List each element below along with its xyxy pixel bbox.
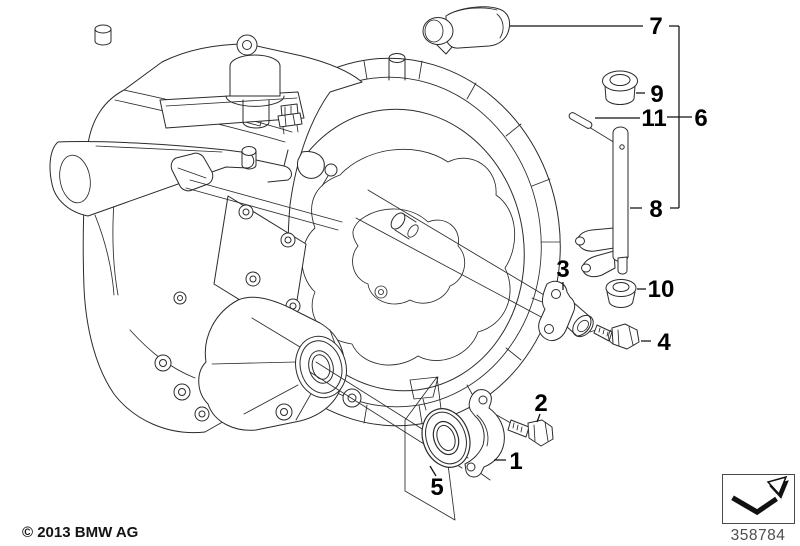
- part-7-selector-head: [422, 6, 511, 55]
- part-3-guide-sleeve: [538, 280, 594, 342]
- callout-6-bracket: [678, 26, 692, 208]
- callout-2[interactable]: 2: [534, 390, 547, 417]
- drawing-number: 358784: [731, 527, 786, 544]
- part-2-bolt: [507, 419, 554, 447]
- housing-fin: [409, 376, 439, 411]
- callout-10[interactable]: 10: [648, 276, 675, 303]
- direction-arrow-icon: [731, 475, 789, 516]
- callout-9[interactable]: 9: [650, 81, 663, 108]
- callout-6[interactable]: 6: [694, 105, 707, 132]
- callout-11[interactable]: 11: [641, 105, 666, 132]
- copyright-notice: © 2013 BMW AG: [22, 524, 138, 541]
- gearbox-housing: [49, 24, 561, 434]
- part-4-bolt: [593, 323, 640, 350]
- top-mount-and-lever: [49, 24, 343, 231]
- callout-8[interactable]: 8: [649, 196, 662, 223]
- differential-housing: [198, 296, 362, 431]
- part-10-plug: [605, 279, 637, 308]
- part-9-bushing: [602, 70, 638, 106]
- nav-arrow-box[interactable]: [722, 474, 795, 524]
- part-11-pin: [568, 112, 593, 129]
- callout-5[interactable]: 5: [430, 474, 443, 501]
- callout-7[interactable]: 7: [649, 13, 662, 40]
- sensor-switch: [277, 103, 303, 135]
- part-5-shaft-seal: [421, 408, 471, 468]
- callout-1[interactable]: 1: [509, 448, 522, 475]
- part-1-clamp-bracket: [464, 389, 505, 478]
- leader-lines: [429, 25, 692, 477]
- part-8-shift-rod: [575, 126, 629, 278]
- callout-3[interactable]: 3: [556, 256, 569, 283]
- section-plane-outline: [404, 376, 456, 521]
- callout-4[interactable]: 4: [657, 329, 671, 356]
